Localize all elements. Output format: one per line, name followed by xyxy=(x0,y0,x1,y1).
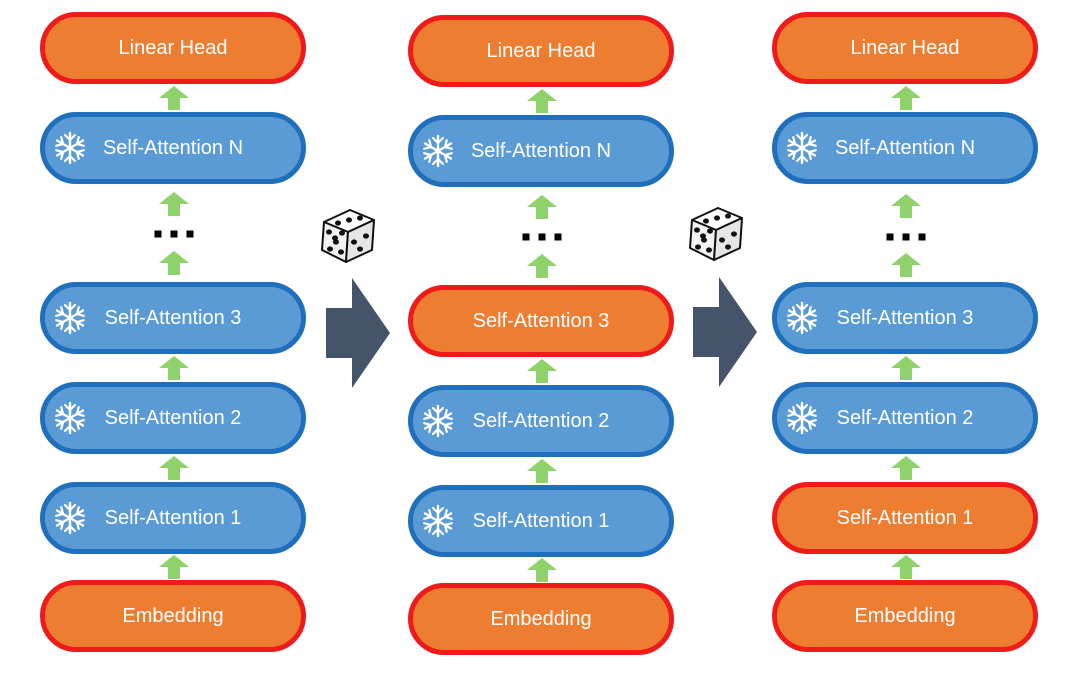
frozen-layer-block: Self-Attention N xyxy=(408,115,674,187)
layer-label: Linear Head xyxy=(850,36,960,59)
up-arrow-icon xyxy=(527,195,557,219)
layer-label: Self-Attention N xyxy=(470,139,612,162)
trainable-layer-block: Self-Attention 1 xyxy=(772,482,1038,554)
up-arrow-icon xyxy=(527,89,557,113)
up-arrow-icon xyxy=(159,251,189,275)
up-arrow-icon xyxy=(159,456,189,480)
layer-label: Self-Attention N xyxy=(102,136,244,159)
layer-label: Linear Head xyxy=(118,36,228,59)
layer-label: Embedding xyxy=(854,604,956,627)
up-arrow-icon xyxy=(159,192,189,216)
ellipsis-icon xyxy=(522,233,562,241)
frozen-layer-block: Self-Attention 1 xyxy=(40,482,306,554)
frozen-layer-block: Self-Attention N xyxy=(40,112,306,184)
layer-label: Embedding xyxy=(122,604,224,627)
frozen-layer-block: Self-Attention 3 xyxy=(772,282,1038,354)
ellipsis-icon xyxy=(886,233,926,241)
right-arrow-icon xyxy=(326,278,390,388)
snowflake-icon xyxy=(787,131,817,165)
up-arrow-icon xyxy=(527,359,557,383)
up-arrow-icon xyxy=(159,86,189,110)
up-arrow-icon xyxy=(891,193,921,218)
trainable-layer-block: Linear Head xyxy=(40,12,306,84)
layer-label: Embedding xyxy=(490,607,592,630)
up-arrow-icon xyxy=(527,558,557,582)
dice-icon xyxy=(689,207,743,261)
layer-label: Self-Attention 2 xyxy=(836,406,974,429)
up-arrow-icon xyxy=(159,356,189,380)
snowflake-icon xyxy=(55,131,85,165)
up-arrow-icon xyxy=(891,555,921,579)
trainable-layer-block: Linear Head xyxy=(772,12,1038,84)
trainable-layer-block: Embedding xyxy=(772,580,1038,652)
layer-label: Linear Head xyxy=(486,39,596,62)
right-arrow-icon xyxy=(693,277,757,387)
frozen-layer-block: Self-Attention 2 xyxy=(40,382,306,454)
layer-label: Self-Attention 2 xyxy=(472,409,610,432)
snowflake-icon xyxy=(423,134,453,168)
up-arrow-icon xyxy=(891,252,921,277)
up-arrow-icon xyxy=(159,555,189,579)
snowflake-icon xyxy=(423,504,453,538)
layer-label: Self-Attention 1 xyxy=(836,506,974,529)
layer-label: Self-Attention 3 xyxy=(104,306,242,329)
layer-label: Self-Attention N xyxy=(834,136,976,159)
trainable-layer-block: Linear Head xyxy=(408,15,674,87)
snowflake-icon xyxy=(55,401,85,435)
frozen-layer-block: Self-Attention 2 xyxy=(772,382,1038,454)
trainable-layer-block: Self-Attention 3 xyxy=(408,285,674,357)
trainable-layer-block: Embedding xyxy=(40,580,306,652)
up-arrow-icon xyxy=(891,456,921,480)
frozen-layer-block: Self-Attention N xyxy=(772,112,1038,184)
snowflake-icon xyxy=(55,301,85,335)
trainable-layer-block: Embedding xyxy=(408,583,674,655)
layer-label: Self-Attention 3 xyxy=(472,309,610,332)
frozen-layer-block: Self-Attention 2 xyxy=(408,385,674,457)
layer-label: Self-Attention 1 xyxy=(104,506,242,529)
layer-label: Self-Attention 3 xyxy=(836,306,974,329)
snowflake-icon xyxy=(787,301,817,335)
dice-icon xyxy=(321,209,375,263)
snowflake-icon xyxy=(423,404,453,438)
frozen-layer-block: Self-Attention 3 xyxy=(40,282,306,354)
up-arrow-icon xyxy=(527,459,557,483)
layer-label: Self-Attention 2 xyxy=(104,406,242,429)
snowflake-icon xyxy=(787,401,817,435)
up-arrow-icon xyxy=(527,254,557,278)
up-arrow-icon xyxy=(891,86,921,110)
up-arrow-icon xyxy=(891,356,921,380)
frozen-layer-block: Self-Attention 1 xyxy=(408,485,674,557)
ellipsis-icon xyxy=(154,230,194,238)
snowflake-icon xyxy=(55,501,85,535)
layer-label: Self-Attention 1 xyxy=(472,509,610,532)
